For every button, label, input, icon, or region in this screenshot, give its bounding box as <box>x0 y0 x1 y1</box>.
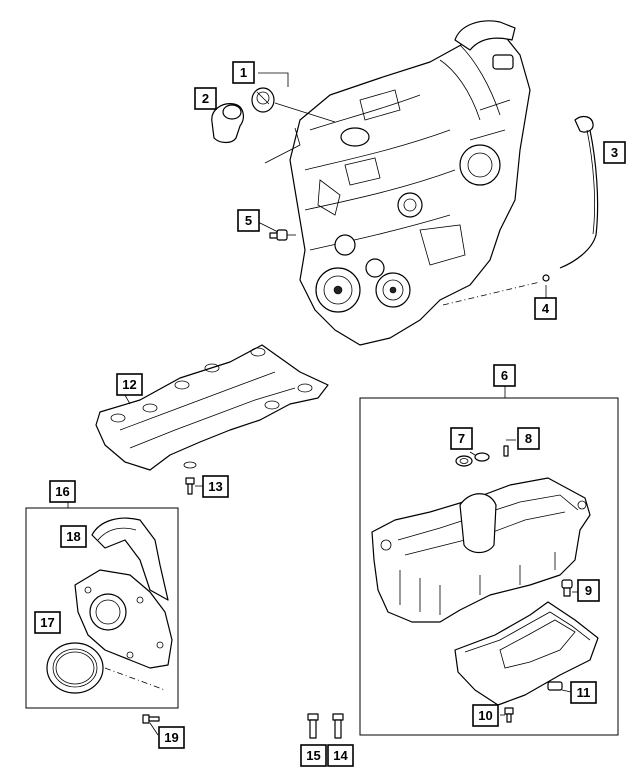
callout-8: 8 <box>517 427 540 450</box>
oil-dipstick <box>559 115 599 269</box>
oil-pan-upper <box>371 477 591 623</box>
oil-pan-group-frame <box>359 397 619 736</box>
callout-15: 15 <box>300 744 327 767</box>
oil-filler-cap <box>251 87 275 113</box>
windage-tray-bolt <box>185 477 195 495</box>
rear-main-seal <box>46 642 104 694</box>
callout-12: 12 <box>116 373 143 396</box>
svg-text:17: 17 <box>40 615 54 630</box>
rear-cover-bolt <box>142 714 160 724</box>
svg-text:2: 2 <box>202 91 209 106</box>
callout-13: 13 <box>202 475 229 498</box>
svg-text:14: 14 <box>333 748 348 763</box>
callout-9: 9 <box>577 579 600 602</box>
oil-pressure-sensor <box>269 229 296 241</box>
callout-5: 5 <box>237 209 260 232</box>
callout-14: 14 <box>327 744 354 767</box>
callout-6: 6 <box>493 364 516 387</box>
oil-pan-drain-plug <box>561 579 573 597</box>
callout-18: 18 <box>60 525 87 548</box>
callout-11: 11 <box>570 681 597 704</box>
svg-text:1: 1 <box>240 65 247 80</box>
rear-main-seal-retainer <box>74 569 173 669</box>
svg-text:11: 11 <box>577 685 591 700</box>
engine-assembly <box>289 20 531 346</box>
oil-pump-pickup-seal <box>455 455 473 467</box>
oil-pan-bolt <box>504 707 514 723</box>
rear-cover-group-frame <box>25 507 179 709</box>
svg-text:8: 8 <box>525 431 532 446</box>
callout-3: 3 <box>603 141 626 164</box>
callout-19: 19 <box>158 726 185 749</box>
svg-text:5: 5 <box>245 213 252 228</box>
callout-16: 16 <box>49 480 76 503</box>
svg-text:4: 4 <box>542 301 550 316</box>
svg-text:6: 6 <box>501 368 508 383</box>
svg-text:10: 10 <box>478 708 492 723</box>
svg-text:12: 12 <box>122 377 136 392</box>
callout-7: 7 <box>450 427 473 450</box>
oil-filler-tube <box>211 103 244 144</box>
svg-text:15: 15 <box>306 748 320 763</box>
rear-cover-gasket <box>91 517 169 601</box>
callout-4: 4 <box>534 297 557 320</box>
callout-1: 1 <box>232 61 255 84</box>
svg-text:9: 9 <box>585 583 592 598</box>
svg-text:18: 18 <box>66 529 80 544</box>
seal-ring-second <box>474 452 490 462</box>
engine-bolt-14 <box>332 713 344 739</box>
dipstick-tube-o-ring <box>542 274 550 282</box>
callout-10: 10 <box>472 704 499 727</box>
svg-text:13: 13 <box>208 479 222 494</box>
callout-2: 2 <box>194 87 217 110</box>
windage-tray <box>95 344 329 471</box>
oil-drain-plug-lower <box>547 681 563 691</box>
engine-bolt-15 <box>307 713 319 739</box>
svg-text:7: 7 <box>458 431 465 446</box>
dowel-pin <box>503 445 509 457</box>
svg-text:16: 16 <box>55 484 69 499</box>
svg-text:3: 3 <box>611 145 618 160</box>
svg-text:19: 19 <box>164 730 178 745</box>
oil-pan-lower <box>454 601 599 706</box>
callout-17: 17 <box>34 611 61 634</box>
